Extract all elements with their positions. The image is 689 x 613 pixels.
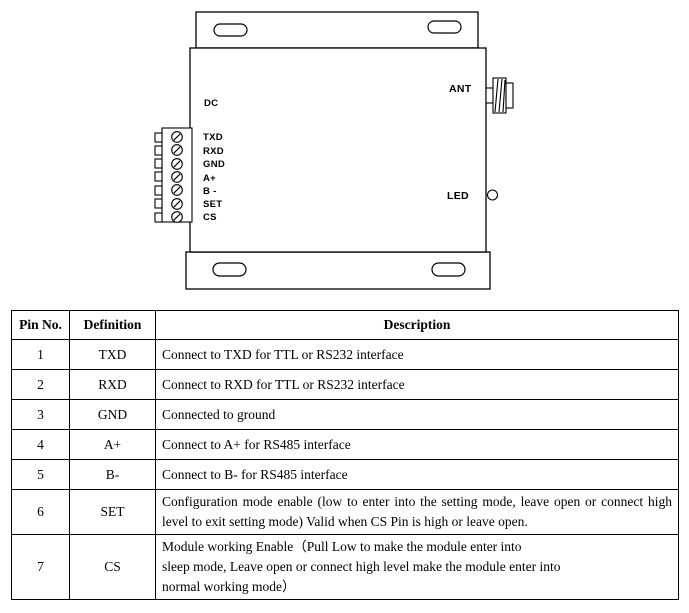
cell-pin-no: 2 bbox=[11, 369, 70, 400]
cell-definition: TXD bbox=[69, 339, 156, 370]
pin-label-b-minus: B - bbox=[203, 186, 217, 197]
table-row: 6 SET Configuration mode enable (low to … bbox=[11, 489, 679, 535]
pin-label-gnd: GND bbox=[203, 159, 225, 170]
table-row: 4 A+ Connect to A+ for RS485 interface bbox=[11, 429, 679, 460]
table-row: 5 B- Connect to B- for RS485 interface bbox=[11, 459, 679, 490]
cell-definition: A+ bbox=[69, 429, 156, 460]
mounting-slot-icon bbox=[213, 23, 248, 37]
pin-definition-table: Pin No. Definition Description 1 TXD Con… bbox=[11, 310, 679, 600]
cell-definition: B- bbox=[69, 459, 156, 490]
ant-label: ANT bbox=[449, 83, 472, 95]
cell-pin-no: 1 bbox=[11, 339, 70, 370]
header-pin-no: Pin No. bbox=[11, 310, 70, 340]
cell-description: Connect to A+ for RS485 interface bbox=[155, 429, 679, 460]
cell-pin-no: 5 bbox=[11, 459, 70, 490]
header-definition: Definition bbox=[69, 310, 156, 340]
table-row: 2 RXD Connect to RXD for TTL or RS232 in… bbox=[11, 369, 679, 400]
cell-definition: CS bbox=[69, 533, 156, 600]
mounting-slot-icon bbox=[212, 262, 247, 277]
dc-label: DC bbox=[204, 98, 218, 109]
cell-definition: GND bbox=[69, 399, 156, 430]
cell-definition: SET bbox=[69, 489, 156, 535]
pin-label-set: SET bbox=[203, 199, 222, 210]
header-description: Description bbox=[155, 310, 679, 340]
table-row: 7 CS Module working Enable（Pull Low to m… bbox=[11, 533, 679, 600]
cell-description: Module working Enable（Pull Low to make t… bbox=[155, 533, 679, 600]
cell-description: Connected to ground bbox=[155, 399, 679, 430]
cell-description: Connect to TXD for TTL or RS232 interfac… bbox=[155, 339, 679, 370]
pin-label-txd: TXD bbox=[203, 132, 223, 143]
mounting-slots bbox=[212, 20, 466, 277]
cell-pin-no: 3 bbox=[11, 399, 70, 430]
cell-pin-no: 6 bbox=[11, 489, 70, 535]
pin-label-cs: CS bbox=[203, 212, 217, 223]
cell-pin-no: 4 bbox=[11, 429, 70, 460]
pin-label-a-plus: A+ bbox=[203, 173, 216, 184]
table-row: 1 TXD Connect to TXD for TTL or RS232 in… bbox=[11, 339, 679, 370]
cell-definition: RXD bbox=[69, 369, 156, 400]
cell-pin-no: 7 bbox=[11, 533, 70, 600]
led-indicator-icon bbox=[486, 189, 499, 201]
antenna-connector-icon bbox=[485, 77, 514, 114]
table-row: 3 GND Connected to ground bbox=[11, 399, 679, 430]
cell-description: Connect to B- for RS485 interface bbox=[155, 459, 679, 490]
screw-slot-icon bbox=[173, 133, 181, 221]
cell-description: Configuration mode enable (low to enter … bbox=[155, 489, 679, 535]
terminal-block bbox=[154, 127, 193, 223]
enclosure-body bbox=[189, 47, 487, 253]
mounting-slot-icon bbox=[427, 20, 462, 34]
led-label: LED bbox=[447, 190, 469, 202]
table-header-row: Pin No. Definition Description bbox=[11, 310, 679, 340]
enclosure-outline bbox=[185, 11, 491, 290]
cell-description: Connect to RXD for TTL or RS232 interfac… bbox=[155, 369, 679, 400]
pin-label-rxd: RXD bbox=[203, 146, 224, 157]
mounting-slot-icon bbox=[431, 262, 466, 277]
device-diagram: DC TXD RXD GND A+ B - SET CS ANT LED bbox=[154, 11, 514, 290]
